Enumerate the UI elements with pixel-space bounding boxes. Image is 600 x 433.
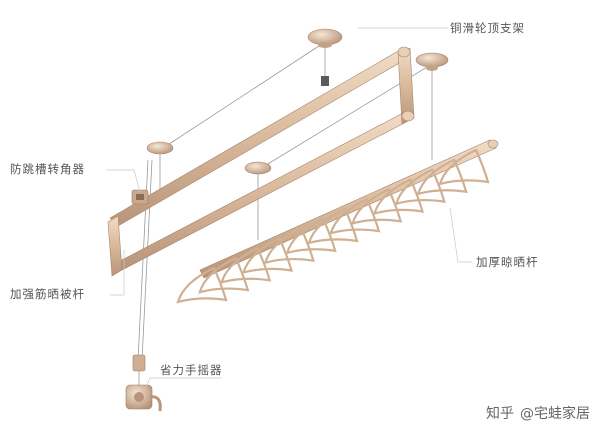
callout-reinforced-bar: 加强筋晒被杆 — [10, 287, 85, 301]
hanger — [372, 178, 425, 216]
hanger — [307, 207, 359, 245]
corner-device-icon — [131, 189, 149, 205]
callout-anti-jump-corner: 防跳槽转角器 — [10, 162, 85, 176]
hanger — [220, 247, 272, 284]
hand-crank-icon — [125, 354, 162, 412]
callout-thick-bar: 加厚晾晒杆 — [476, 255, 539, 269]
hanger — [394, 168, 446, 206]
hanger — [329, 198, 381, 235]
hanger — [351, 188, 403, 225]
hanger — [263, 227, 315, 265]
hanger — [198, 257, 250, 294]
hanger — [176, 266, 228, 304]
hanger — [416, 158, 468, 196]
hanger — [241, 237, 294, 275]
watermark-platform: 知乎 — [486, 406, 514, 422]
watermark-author: @宅蛙家居 — [520, 406, 590, 422]
watermark: 知乎 @宅蛙家居 — [486, 403, 590, 423]
hanger — [438, 148, 490, 186]
pulley-bracket-icon — [146, 28, 449, 175]
hanger-group — [176, 148, 490, 304]
callout-pulley-bracket: 铜滑轮顶支架 — [450, 21, 525, 35]
hanger — [285, 217, 337, 255]
ceiling-cables — [137, 41, 433, 361]
callout-hand-crank: 省力手摇器 — [160, 363, 223, 377]
main-frame — [107, 46, 415, 277]
leader-lines — [106, 27, 472, 393]
